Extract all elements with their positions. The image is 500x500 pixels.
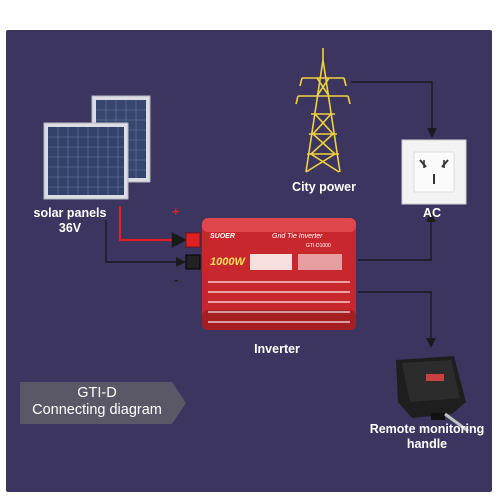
tag-line2: Connecting diagram [32, 402, 162, 418]
diagram-tag-text: GTI-D Connecting diagram [22, 385, 172, 419]
ac-outlet-icon [401, 139, 467, 205]
city-power-label: City power [292, 180, 356, 194]
solar-label-line1: solar panels [33, 206, 107, 220]
negative-terminal [185, 254, 201, 270]
positive-wire [118, 206, 188, 248]
inverter-to-ac-line [358, 212, 436, 261]
solar-label-line2: 36V [58, 221, 82, 235]
inverter-label: Inverter [254, 342, 300, 356]
negative-sign: - [174, 272, 179, 287]
city-power-line [351, 81, 437, 138]
inverter-model-code: GTI-D1000 [306, 243, 331, 249]
inverter-power: 1000W [210, 256, 245, 268]
inverter-brand: SUOER [210, 233, 235, 240]
negative-wire [105, 220, 186, 267]
solar-panels-label: solar panels 36V [24, 206, 116, 236]
positive-terminal [185, 232, 201, 248]
remote-handle-label: Remote monitoring handle [362, 422, 492, 452]
remote-label-line1: Remote monitoring [369, 422, 485, 436]
remote-handle-icon [396, 356, 469, 433]
diagram-tag: GTI-D Connecting diagram [22, 382, 188, 424]
diagram-tag-shape [20, 382, 186, 424]
ac-label: AC [422, 206, 442, 220]
inverter-to-remote-line [358, 291, 436, 348]
power-tower-icon [295, 48, 351, 173]
inverter-device [202, 218, 356, 330]
tag-line1: GTI-D [77, 385, 117, 401]
positive-sign: + [172, 204, 180, 219]
connection-lines [20, 48, 469, 433]
solar-panel-front [43, 122, 129, 200]
diagram-canvas: solar panels 36V + - City power AC Inver… [6, 30, 492, 492]
inverter-model-title: Grid Tie Inverter [272, 233, 323, 240]
remote-label-line2: handle [406, 437, 448, 451]
